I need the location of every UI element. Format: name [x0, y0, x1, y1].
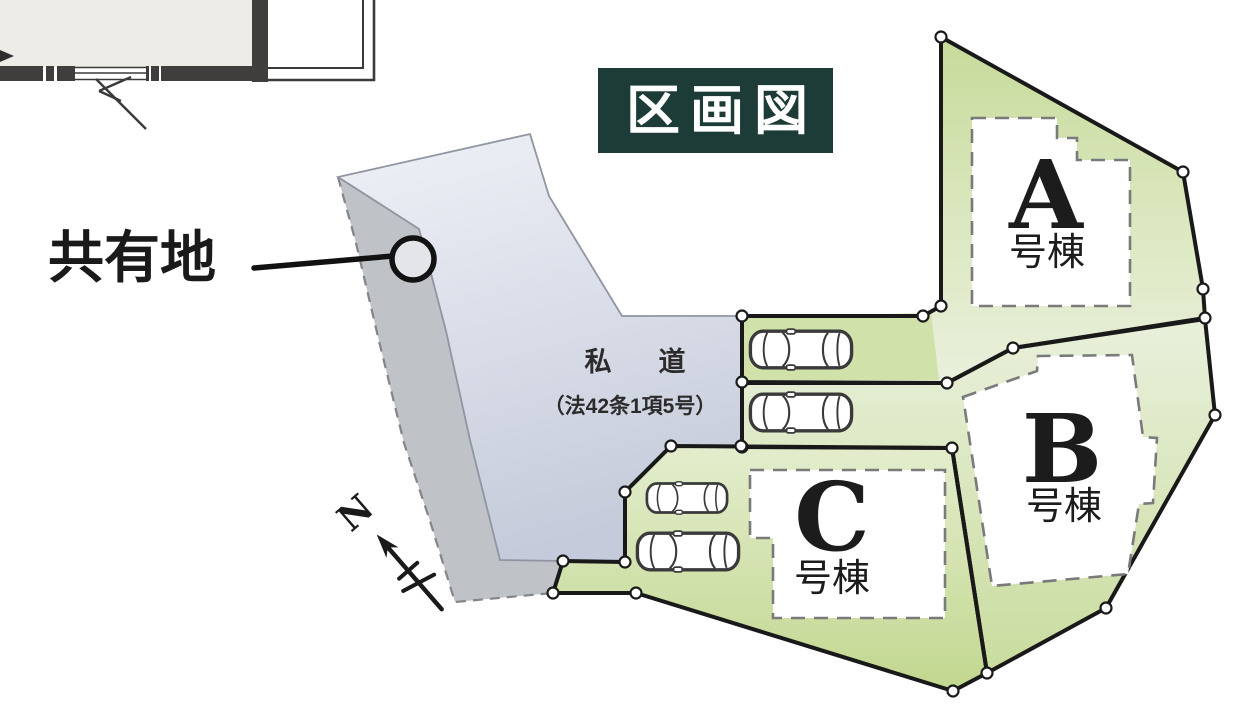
floorplan-wall: [146, 66, 149, 81]
car-icon: [635, 530, 741, 573]
building-footprint-b: [961, 353, 1159, 588]
floorplan-wall: [161, 66, 252, 81]
floorplan-wall: [0, 66, 43, 81]
building-footprint-a: [970, 116, 1132, 308]
floorplan-balcony-inner: [268, 0, 364, 69]
lot-c-outline: [551, 444, 989, 693]
shared-land-leader-line: [251, 253, 396, 271]
shared-land-area: [338, 177, 563, 602]
floorplan-wall: [57, 66, 75, 81]
title-background: [598, 68, 833, 153]
road-name-label: 私 道: [585, 346, 696, 377]
adjacent-building-floorplan: [0, 0, 376, 130]
lot-a-suffix: 号棟: [1009, 230, 1085, 274]
shared-land-dashed-boundary: [336, 176, 554, 604]
lot-b-suffix: 号棟: [1026, 484, 1102, 528]
floorplan-door-swing: [95, 75, 147, 130]
lot-c-suffix: 号棟: [794, 556, 870, 600]
shared-land-label: 共有地: [48, 226, 216, 289]
car-icon: [645, 480, 729, 516]
floorplan-wall: [151, 66, 159, 81]
building-footprint-c: [748, 468, 947, 620]
floorplan-wall: [46, 66, 54, 81]
floorplan-balcony-outer: [268, 0, 376, 82]
car-icon: [748, 327, 854, 372]
floorplan-window: [75, 66, 146, 81]
lot-a-letter: A: [1008, 140, 1084, 251]
floorplan-edge-mark: [0, 50, 14, 62]
north-label: N: [329, 487, 381, 540]
floorplan-wall-column: [252, 0, 268, 82]
page-title: 区画図: [626, 81, 818, 141]
road-law-label: （法42条1項5号）: [544, 394, 717, 418]
lot-c-letter: C: [794, 462, 870, 573]
lot-b-letter: B: [1022, 394, 1102, 505]
car-icon: [748, 391, 854, 434]
boundary-vertex-dots: [546, 30, 1222, 698]
shared-land-marker: [389, 235, 437, 283]
plan-title-box: 区画図: [598, 68, 833, 153]
floorplan-room: [0, 0, 253, 67]
